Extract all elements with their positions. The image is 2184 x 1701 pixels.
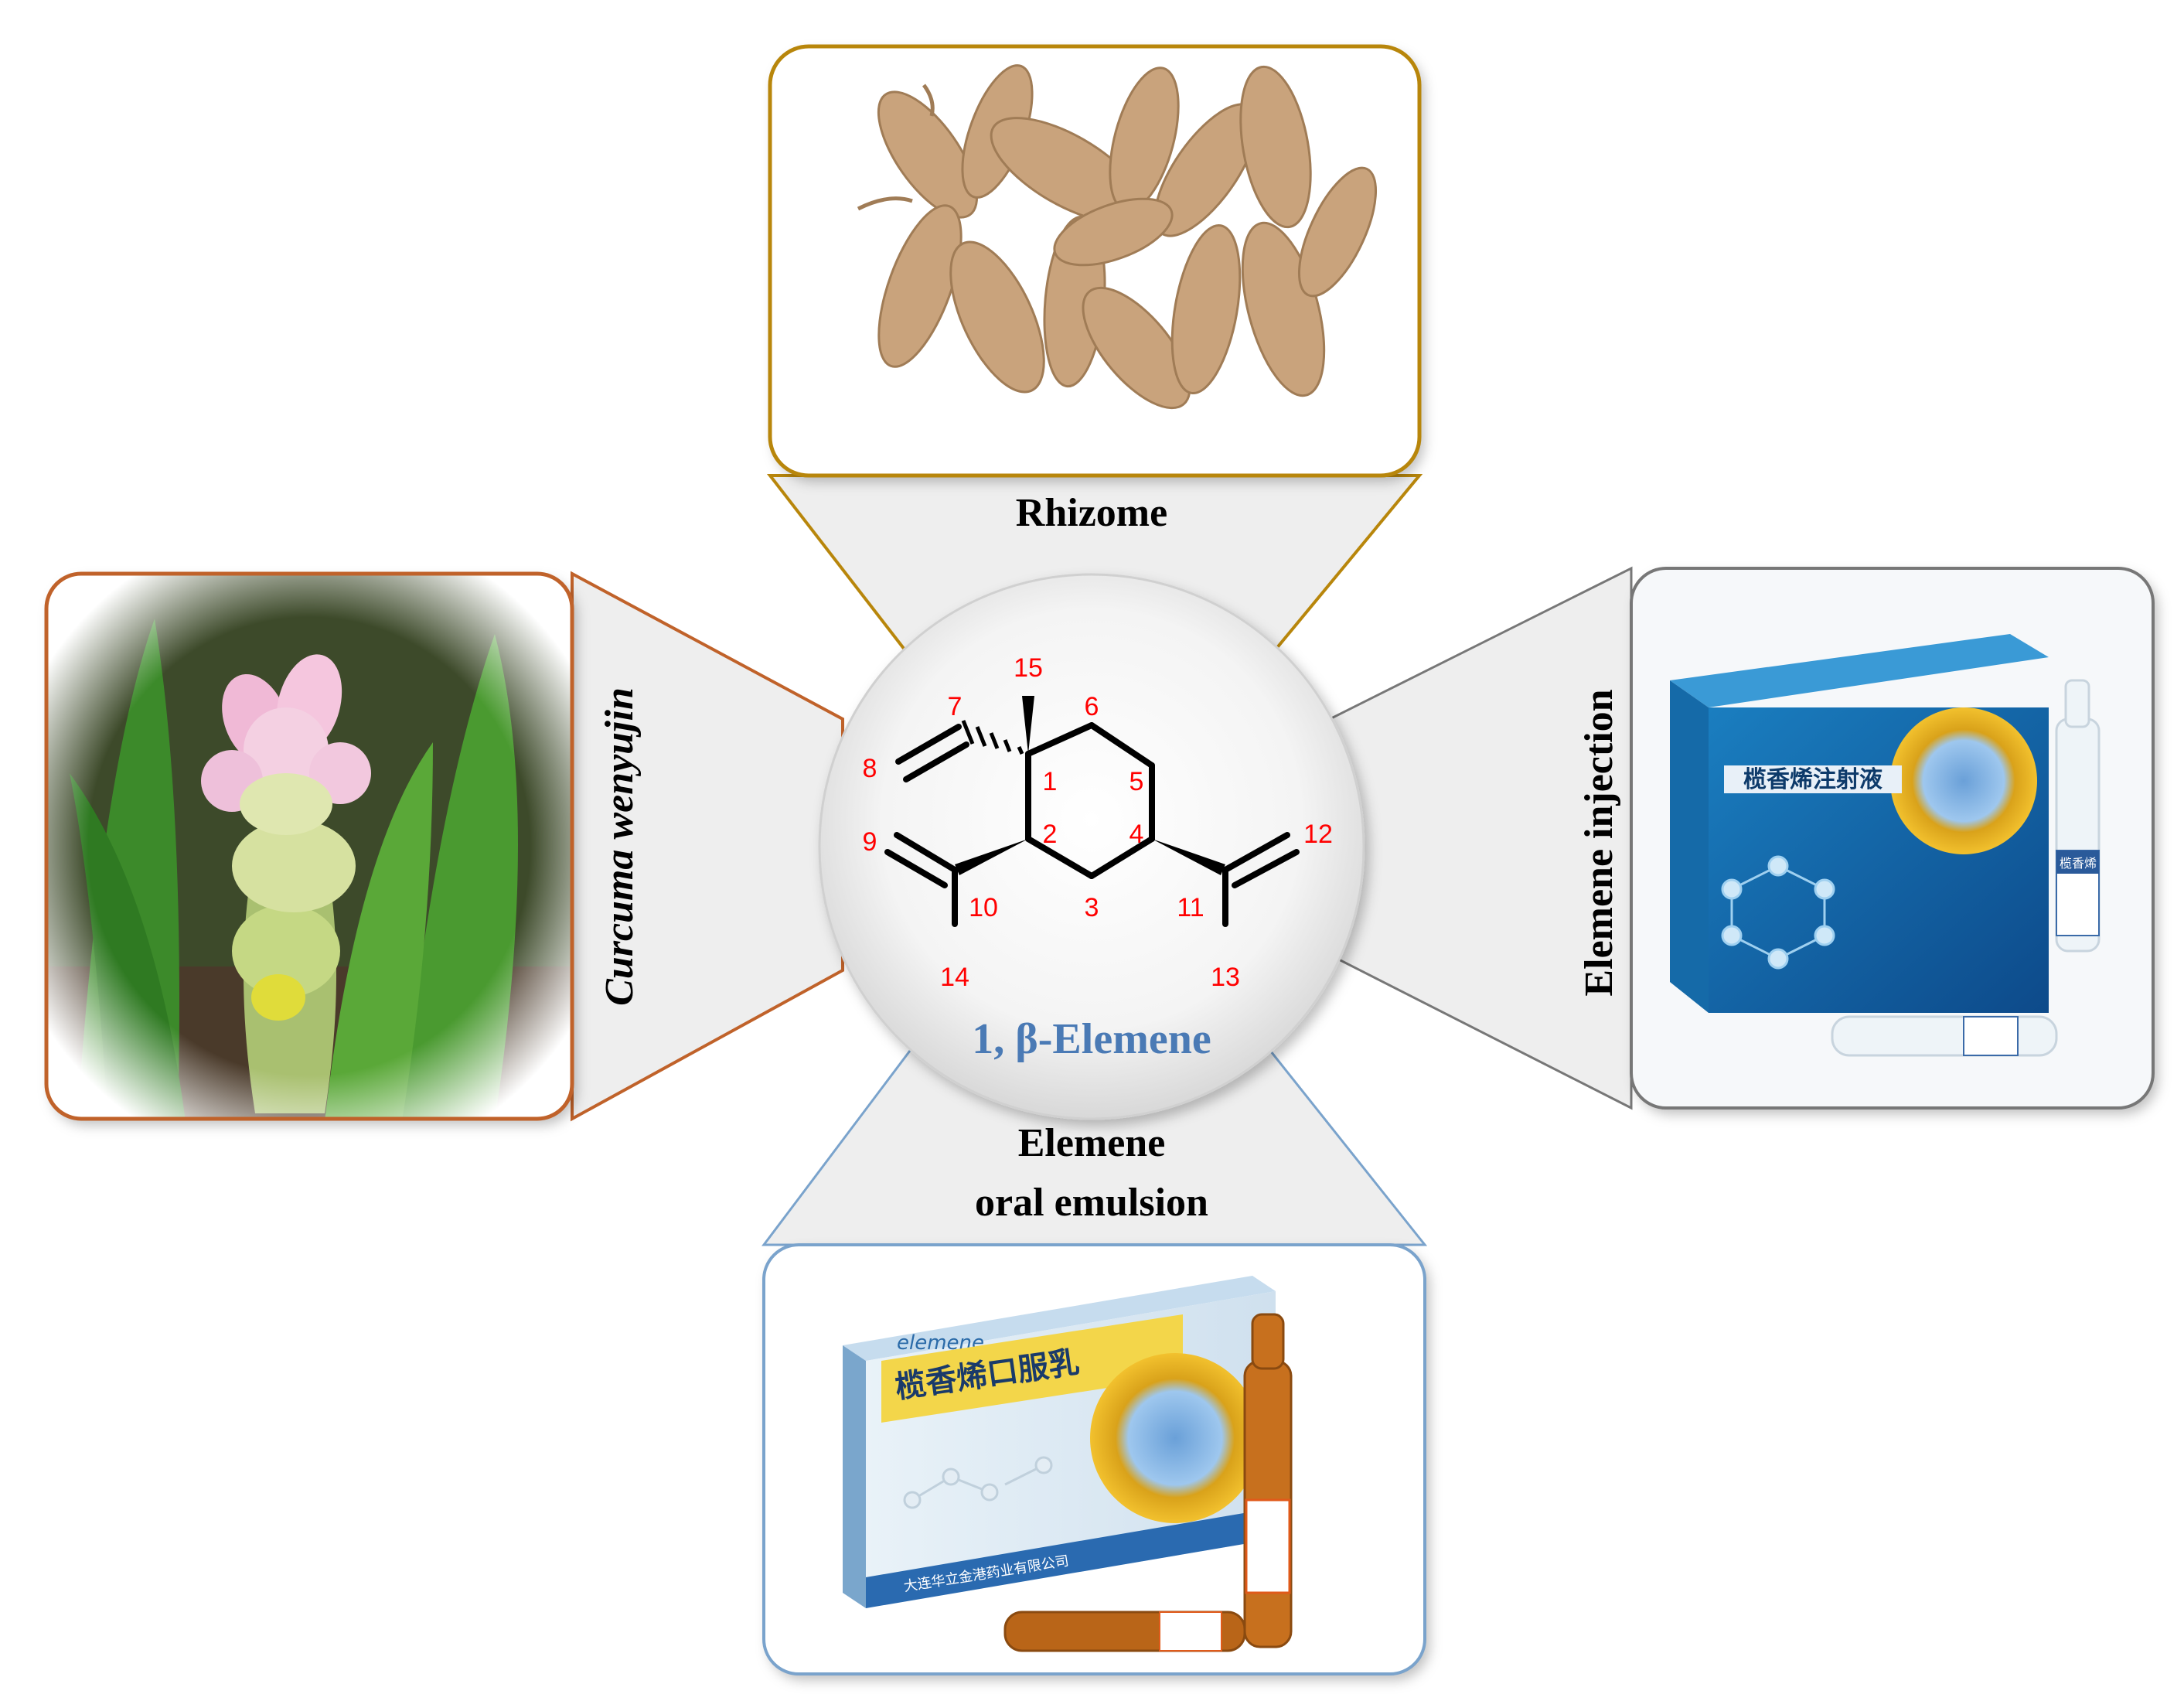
plant-photo: [46, 574, 572, 1119]
rhizome-label: Rhizome: [1016, 491, 1167, 535]
atom-number-8: 8: [863, 754, 877, 783]
atom-number-12: 12: [1303, 820, 1333, 849]
oral-label-line2: oral emulsion: [975, 1181, 1208, 1225]
injection-vial-text: 榄香烯: [2060, 856, 2097, 871]
atom-number-11: 11: [1177, 893, 1204, 922]
hash-bond-c1-c7: [961, 720, 1024, 755]
elemene-structure: [884, 722, 1300, 927]
injection-panel: 榄香烯注射液 榄香烯: [1630, 567, 2155, 1110]
atom-number-3: 3: [1085, 893, 1099, 922]
atom-number-10: 10: [969, 893, 998, 922]
center-molecule-disc: [818, 573, 1365, 1120]
atom-number-5: 5: [1129, 767, 1144, 796]
rhizome-photo: [770, 46, 1419, 476]
oral-photo: elemene 榄香烯口服乳 大连华立金港药业有限公司: [764, 1245, 1425, 1674]
wedge-bond-c4-c11: [1152, 839, 1225, 875]
injection-label: Elemene injection: [1577, 689, 1621, 996]
atom-number-7: 7: [948, 692, 963, 721]
injection-photo: 榄香烯注射液 榄香烯: [1631, 568, 2153, 1108]
injection-box-text: 榄香烯注射液: [1743, 766, 1882, 793]
wedge-bond-c1-c15: [1022, 696, 1034, 754]
plant-label: Curcuma wenyujin: [598, 687, 642, 1006]
oral-panel: elemene 榄香烯口服乳 大连华立金港药业有限公司: [762, 1243, 1426, 1675]
atom-number-9: 9: [863, 827, 877, 857]
injection-ampoule: [1831, 1015, 2058, 1057]
molecule-title: 1, β-Elemene: [972, 1015, 1211, 1063]
rhizome-panel: [768, 44, 1422, 478]
atom-number-6: 6: [1085, 692, 1099, 721]
atom-number-4: 4: [1129, 820, 1144, 849]
atom-number-13: 13: [1211, 963, 1240, 992]
atom-number-2: 2: [1043, 820, 1058, 849]
injection-vial: 榄香烯: [2055, 679, 2101, 953]
wedge-bond-c2-c10: [955, 839, 1028, 875]
atom-number-15: 15: [1014, 653, 1043, 683]
plant-panel: [44, 571, 574, 1121]
atom-number-14: 14: [940, 963, 969, 992]
oral-ampoule: [1003, 1313, 1293, 1652]
atom-number-1: 1: [1043, 767, 1058, 796]
oral-label-line1: Elemene: [1018, 1121, 1166, 1165]
